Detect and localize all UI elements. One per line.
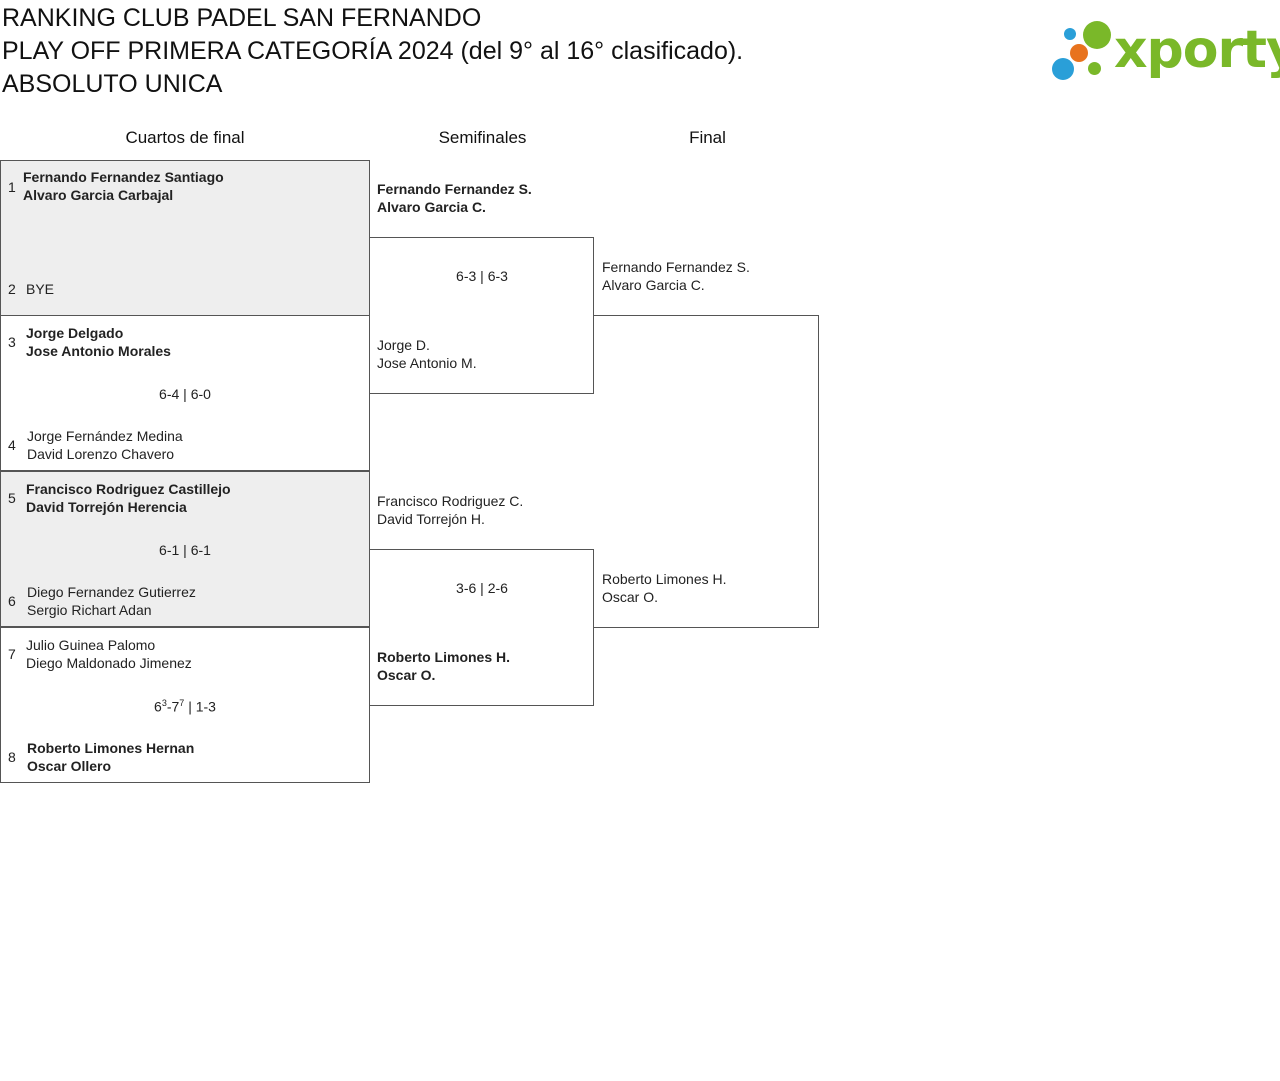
player-name: Oscar O. bbox=[377, 667, 436, 683]
player-name: Jorge D. bbox=[377, 337, 430, 353]
player-name: Francisco Rodriguez Castillejo bbox=[26, 481, 231, 497]
logo-dot-green-large bbox=[1083, 21, 1111, 49]
team-entry[interactable]: Jorge Delgado Jose Antonio Morales bbox=[26, 324, 171, 360]
semifinal-2-team-b[interactable]: Roberto Limones H. Oscar O. bbox=[377, 648, 510, 684]
match-score: 6-1 | 6-1 bbox=[159, 542, 211, 558]
player-name: Diego Maldonado Jimenez bbox=[26, 655, 192, 671]
quarterfinal-match-1: 1 Fernando Fernandez Santiago Alvaro Gar… bbox=[0, 160, 370, 316]
round-heading-semifinals: Semifinales bbox=[438, 128, 527, 147]
semifinal-match-2-bracket bbox=[369, 549, 594, 706]
semifinal-1-team-b[interactable]: Jorge D. Jose Antonio M. bbox=[377, 336, 477, 372]
match-score: 63-77 | 1-3 bbox=[154, 698, 216, 715]
player-name: Fernando Fernandez Santiago bbox=[23, 169, 224, 185]
semifinal-2-score: 3-6 | 2-6 bbox=[456, 580, 508, 596]
quarterfinal-match-2: 3 Jorge Delgado Jose Antonio Morales 6-4… bbox=[0, 315, 370, 471]
player-name: David Torrejón H. bbox=[377, 511, 485, 527]
logo-dot-blue-large bbox=[1052, 58, 1074, 80]
seed-number: 2 bbox=[8, 281, 16, 297]
player-name: Jose Antonio Morales bbox=[26, 343, 171, 359]
player-name: Diego Fernandez Gutierrez bbox=[27, 584, 196, 600]
player-name: Oscar Ollero bbox=[27, 758, 112, 774]
team-entry[interactable]: Diego Fernandez Gutierrez Sergio Richart… bbox=[27, 583, 196, 619]
page-subtitle: PLAY OFF PRIMERA CATEGORÍA 2024 (del 9° … bbox=[2, 37, 744, 65]
semifinal-1-score: 6-3 | 6-3 bbox=[456, 268, 508, 284]
logo-wordmark: xporty bbox=[1114, 20, 1280, 80]
semifinal-1-team-a[interactable]: Fernando Fernandez S. Alvaro Garcia C. bbox=[377, 180, 532, 216]
team-entry[interactable]: Jorge Fernández Medina David Lorenzo Cha… bbox=[27, 427, 183, 463]
final-team-a[interactable]: Fernando Fernandez S. Alvaro Garcia C. bbox=[602, 258, 750, 294]
page-title: RANKING CLUB PADEL SAN FERNANDO bbox=[2, 4, 482, 32]
semifinal-2-team-a[interactable]: Francisco Rodriguez C. David Torrejón H. bbox=[377, 492, 523, 528]
player-name: Francisco Rodriguez C. bbox=[377, 493, 524, 509]
final-match-bracket bbox=[594, 315, 819, 628]
player-name: Oscar O. bbox=[602, 589, 659, 605]
seed-number: 1 bbox=[8, 179, 16, 195]
round-heading-quarterfinals: Cuartos de final bbox=[125, 128, 245, 147]
player-name: Fernando Fernandez S. bbox=[602, 259, 750, 275]
category-label: ABSOLUTO UNICA bbox=[2, 70, 223, 98]
bye-label: BYE bbox=[26, 281, 55, 297]
team-entry: BYE bbox=[26, 280, 54, 298]
player-name: Alvaro Garcia C. bbox=[602, 277, 705, 293]
player-name: Alvaro Garcia C. bbox=[377, 199, 486, 215]
seed-number: 4 bbox=[8, 437, 16, 453]
player-name: Julio Guinea Palomo bbox=[26, 637, 156, 653]
player-name: Sergio Richart Adan bbox=[27, 602, 152, 618]
match-score: 6-4 | 6-0 bbox=[159, 386, 211, 402]
team-entry[interactable]: Julio Guinea Palomo Diego Maldonado Jime… bbox=[26, 636, 192, 672]
round-heading-final: Final bbox=[689, 128, 726, 147]
team-entry[interactable]: Francisco Rodriguez Castillejo David Tor… bbox=[26, 480, 231, 516]
seed-number: 7 bbox=[8, 646, 16, 662]
player-name: Alvaro Garcia Carbajal bbox=[23, 187, 174, 203]
player-name: Roberto Limones Hernan bbox=[27, 740, 195, 756]
xporty-logo[interactable]: xporty bbox=[1050, 18, 1280, 84]
player-name: Jorge Fernández Medina bbox=[27, 428, 183, 444]
final-team-b[interactable]: Roberto Limones H. Oscar O. bbox=[602, 570, 727, 606]
seed-number: 6 bbox=[8, 593, 16, 609]
logo-dot-green-small bbox=[1088, 62, 1101, 75]
player-name: Roberto Limones H. bbox=[602, 571, 727, 587]
player-name: Jorge Delgado bbox=[26, 325, 124, 341]
team-entry[interactable]: Fernando Fernandez Santiago Alvaro Garci… bbox=[23, 168, 224, 204]
team-entry[interactable]: Roberto Limones Hernan Oscar Ollero bbox=[27, 739, 194, 775]
seed-number: 5 bbox=[8, 490, 16, 506]
logo-dot-blue-small bbox=[1064, 28, 1076, 40]
player-name: David Lorenzo Chavero bbox=[27, 446, 175, 462]
seed-number: 3 bbox=[8, 334, 16, 350]
logo-dot-orange bbox=[1070, 44, 1088, 62]
player-name: Jose Antonio M. bbox=[377, 355, 477, 371]
player-name: Fernando Fernandez S. bbox=[377, 181, 532, 197]
player-name: David Torrejón Herencia bbox=[26, 499, 187, 515]
semifinal-match-1-bracket bbox=[369, 237, 594, 394]
quarterfinal-match-4: 7 Julio Guinea Palomo Diego Maldonado Ji… bbox=[0, 627, 370, 783]
player-name: Roberto Limones H. bbox=[377, 649, 511, 665]
quarterfinal-match-3: 5 Francisco Rodriguez Castillejo David T… bbox=[0, 471, 370, 627]
seed-number: 8 bbox=[8, 749, 16, 765]
